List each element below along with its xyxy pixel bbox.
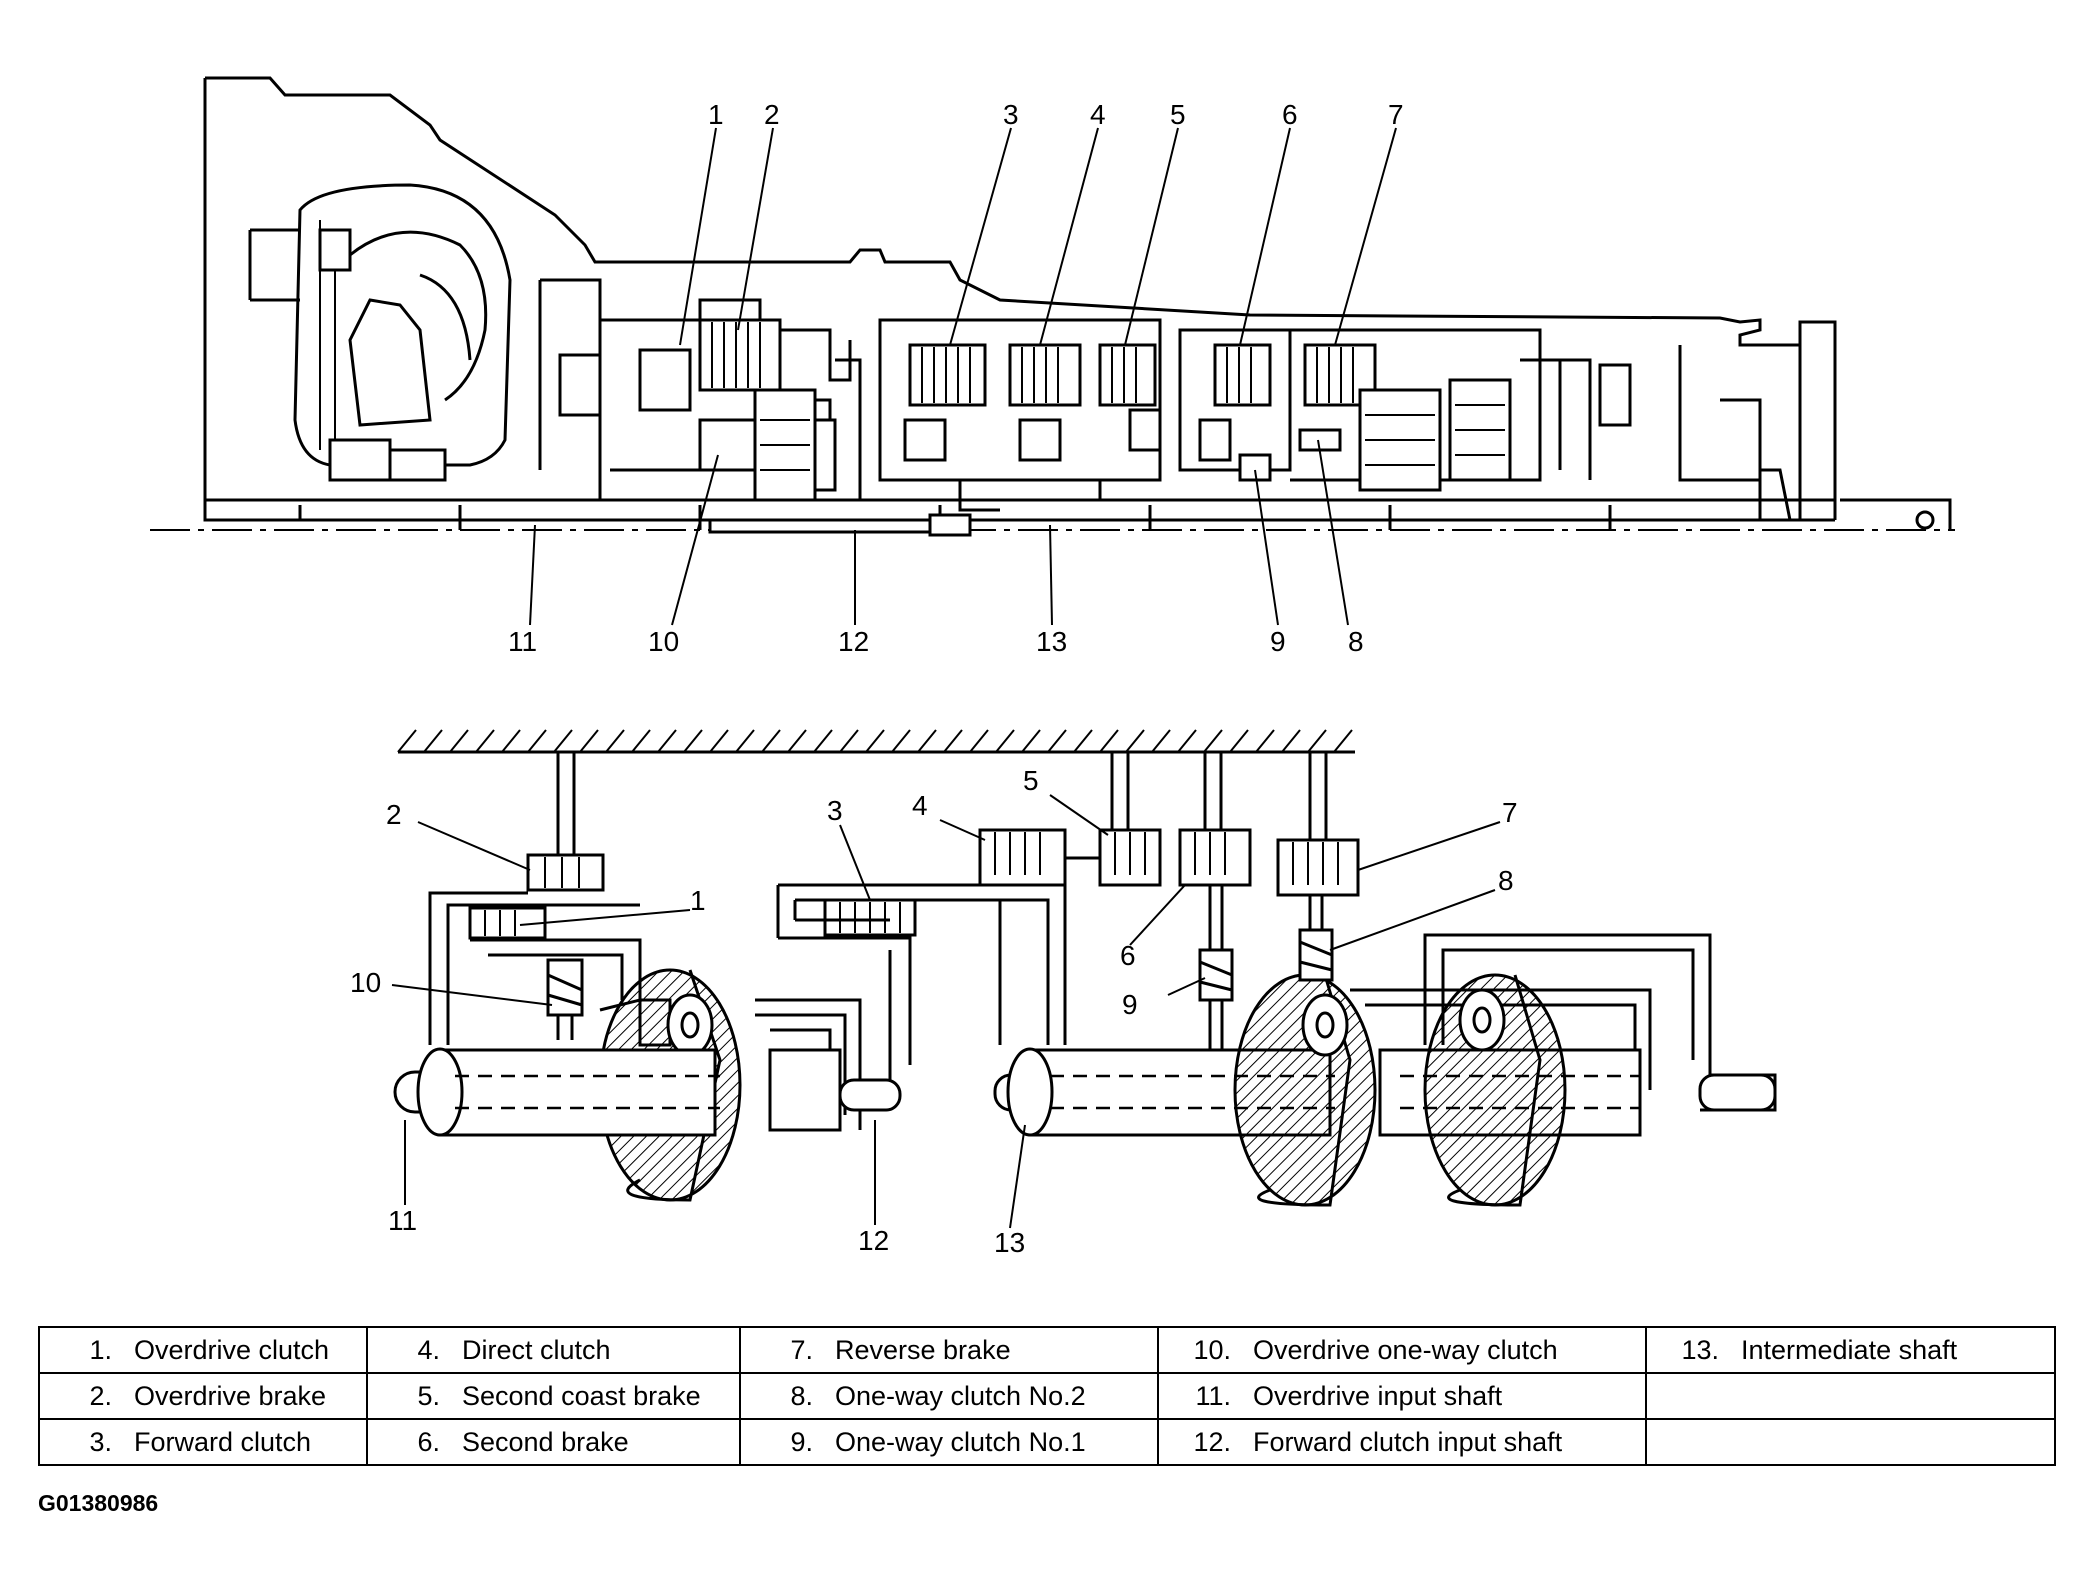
top-callouts: 1 2 3 4 5 6 7 8 9 10 11 12 13 xyxy=(508,99,1404,657)
legend-cell: 5.Second coast brake xyxy=(366,1372,741,1420)
top-callout-3: 3 xyxy=(1003,99,1019,130)
schematic-diagram xyxy=(393,729,1777,1207)
forward-direct-packs xyxy=(908,343,1157,407)
ground-hatch xyxy=(397,729,1353,753)
top-callout-11: 11 xyxy=(508,626,537,657)
bottom-callout-2: 2 xyxy=(386,799,402,830)
bottom-callout-9: 9 xyxy=(1122,989,1138,1020)
top-callout-7: 7 xyxy=(1388,99,1404,130)
figure-id: G01380986 xyxy=(38,1490,159,1516)
legend-cell: 12.Forward clutch input shaft xyxy=(1157,1418,1647,1466)
top-callout-5: 5 xyxy=(1170,99,1186,130)
top-callout-10: 10 xyxy=(648,626,679,657)
overdrive-clutch-pack xyxy=(638,318,782,412)
legend-cell: 4.Direct clutch xyxy=(366,1326,741,1374)
legend-row: 1.Overdrive clutch 4.Direct clutch 7.Rev… xyxy=(38,1326,2056,1374)
legend-cell: 6.Second brake xyxy=(366,1418,741,1466)
top-callout-8: 8 xyxy=(1348,626,1364,657)
top-leader-lines xyxy=(529,127,1397,626)
bottom-callout-6: 6 xyxy=(1120,940,1136,971)
legend-cell: 3.Forward clutch xyxy=(38,1418,368,1466)
bottom-callout-4: 4 xyxy=(912,790,928,821)
legend-row: 2.Overdrive brake 5.Second coast brake 8… xyxy=(38,1372,2056,1420)
bottom-callout-3: 3 xyxy=(827,795,843,826)
bottom-callout-8: 8 xyxy=(1498,865,1514,896)
legend-row: 3.Forward clutch 6.Second brake 9.One-wa… xyxy=(38,1418,2056,1466)
legend-cell xyxy=(1645,1418,2056,1466)
bottom-leader-lines xyxy=(391,794,1501,1229)
bottom-callouts: 1 2 3 4 5 6 7 8 9 10 11 12 13 xyxy=(350,765,1518,1258)
legend-table: 1.Overdrive clutch 4.Direct clutch 7.Rev… xyxy=(38,1326,2056,1466)
bottom-callout-5: 5 xyxy=(1023,765,1039,796)
bottom-callout-7: 7 xyxy=(1502,797,1518,828)
legend-cell: 9.One-way clutch No.1 xyxy=(739,1418,1159,1466)
top-callout-6: 6 xyxy=(1282,99,1298,130)
legend-cell: 1.Overdrive clutch xyxy=(38,1326,368,1374)
top-callout-9: 9 xyxy=(1270,626,1286,657)
bottom-callout-1: 1 xyxy=(690,885,706,916)
bottom-callout-10: 10 xyxy=(350,967,381,998)
legend-cell: 8.One-way clutch No.2 xyxy=(739,1372,1159,1420)
legend-cell: 10.Overdrive one-way clutch xyxy=(1157,1326,1647,1374)
top-callout-2: 2 xyxy=(764,99,780,130)
top-callout-1: 1 xyxy=(708,99,724,130)
legend-body: 1.Overdrive clutch 4.Direct clutch 7.Rev… xyxy=(38,1326,2056,1466)
bottom-callout-11: 11 xyxy=(388,1205,417,1236)
bottom-callout-13: 13 xyxy=(994,1227,1025,1258)
cross-section-drawing xyxy=(150,76,1955,537)
legend-cell: 2.Overdrive brake xyxy=(38,1372,368,1420)
top-callout-12: 12 xyxy=(838,626,869,657)
legend-cell: 7.Reverse brake xyxy=(739,1326,1159,1374)
top-callout-13: 13 xyxy=(1036,626,1067,657)
legend-cell: 13.Intermediate shaft xyxy=(1645,1326,2056,1374)
bottom-callout-12: 12 xyxy=(858,1225,889,1256)
top-callout-4: 4 xyxy=(1090,99,1106,130)
legend-cell: 11.Overdrive input shaft xyxy=(1157,1372,1647,1420)
legend-cell xyxy=(1645,1372,2056,1420)
